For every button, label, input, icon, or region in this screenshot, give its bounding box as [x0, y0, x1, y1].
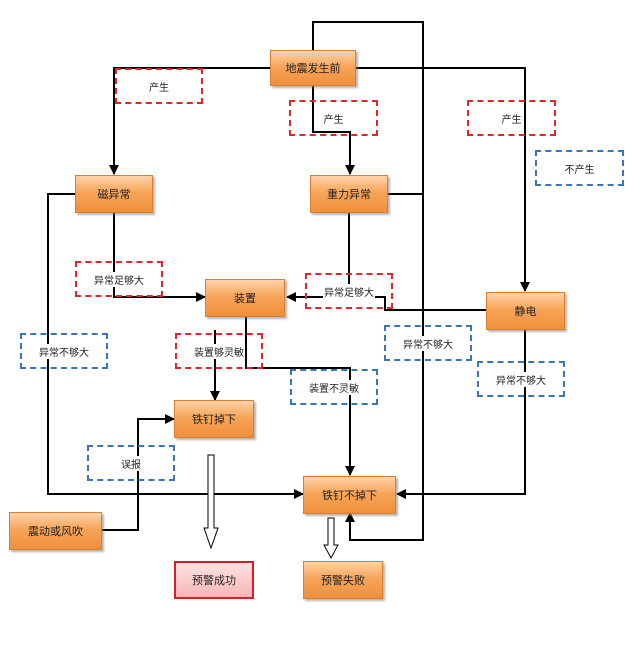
label-not-produce: 不产生 [535, 150, 624, 186]
label-produce-left: 产生 [115, 68, 203, 104]
node-nail-not-fall: 铁钉不掉下 [303, 476, 396, 514]
node-earthquake-before: 地震发生前 [270, 50, 356, 86]
label-anomaly-large-left: 异常足够大 [75, 261, 163, 297]
label-device-insensitive: 装置不灵敏 [290, 369, 378, 405]
label-anomaly-large-center-text: 异常足够大 [323, 283, 375, 299]
arrow-to-fail [323, 517, 339, 560]
edge-vibration-to-falls [102, 414, 175, 531]
arrow-to-success [203, 454, 219, 550]
node-gravity-anomaly: 重力异常 [310, 175, 388, 213]
node-vibration-wind: 震动或风吹 [9, 512, 102, 550]
label-anomaly-small-center-text: 异常不够大 [402, 335, 454, 351]
label-device-insensitive-text: 装置不灵敏 [308, 379, 360, 395]
edge-magnetic-to-device [113, 213, 206, 302]
label-device-sensitive: 装置够灵敏 [175, 333, 263, 369]
node-device: 装置 [205, 279, 285, 317]
edge-quake-to-gravity [312, 86, 355, 175]
label-anomaly-small-right-text: 异常不够大 [495, 371, 547, 387]
label-anomaly-small-left-text: 异常不够大 [38, 343, 90, 359]
label-false-report-text: 误报 [120, 455, 142, 471]
node-magnetic-anomaly: 磁异常 [75, 175, 153, 213]
label-anomaly-small-right: 异常不够大 [477, 361, 565, 397]
edge-quake-to-static [356, 67, 530, 292]
label-anomaly-large-left-text: 异常足够大 [93, 271, 145, 287]
label-anomaly-small-left: 异常不够大 [20, 333, 108, 369]
node-warning-fail: 预警失败 [303, 561, 383, 599]
label-produce-center-text: 产生 [322, 110, 345, 126]
label-produce-right: 产生 [467, 100, 556, 136]
node-warning-success: 预警成功 [174, 561, 254, 599]
label-produce-center: 产生 [289, 100, 378, 136]
label-device-sensitive-text: 装置够灵敏 [193, 343, 245, 359]
label-produce-left-text: 产生 [148, 78, 170, 94]
edge-loop-top [312, 21, 424, 541]
node-static-electricity: 静电 [486, 292, 565, 330]
node-nail-falls: 铁钉掉下 [174, 400, 254, 438]
label-false-report: 误报 [87, 445, 175, 481]
edge-device-to-notfall [245, 317, 355, 476]
label-anomaly-large-center: 异常足够大 [305, 273, 393, 309]
label-not-produce-text: 不产生 [563, 160, 596, 176]
label-anomaly-small-center: 异常不够大 [384, 325, 472, 361]
edge-quake-to-magnetic [109, 67, 271, 175]
label-produce-right-text: 产生 [500, 110, 523, 126]
